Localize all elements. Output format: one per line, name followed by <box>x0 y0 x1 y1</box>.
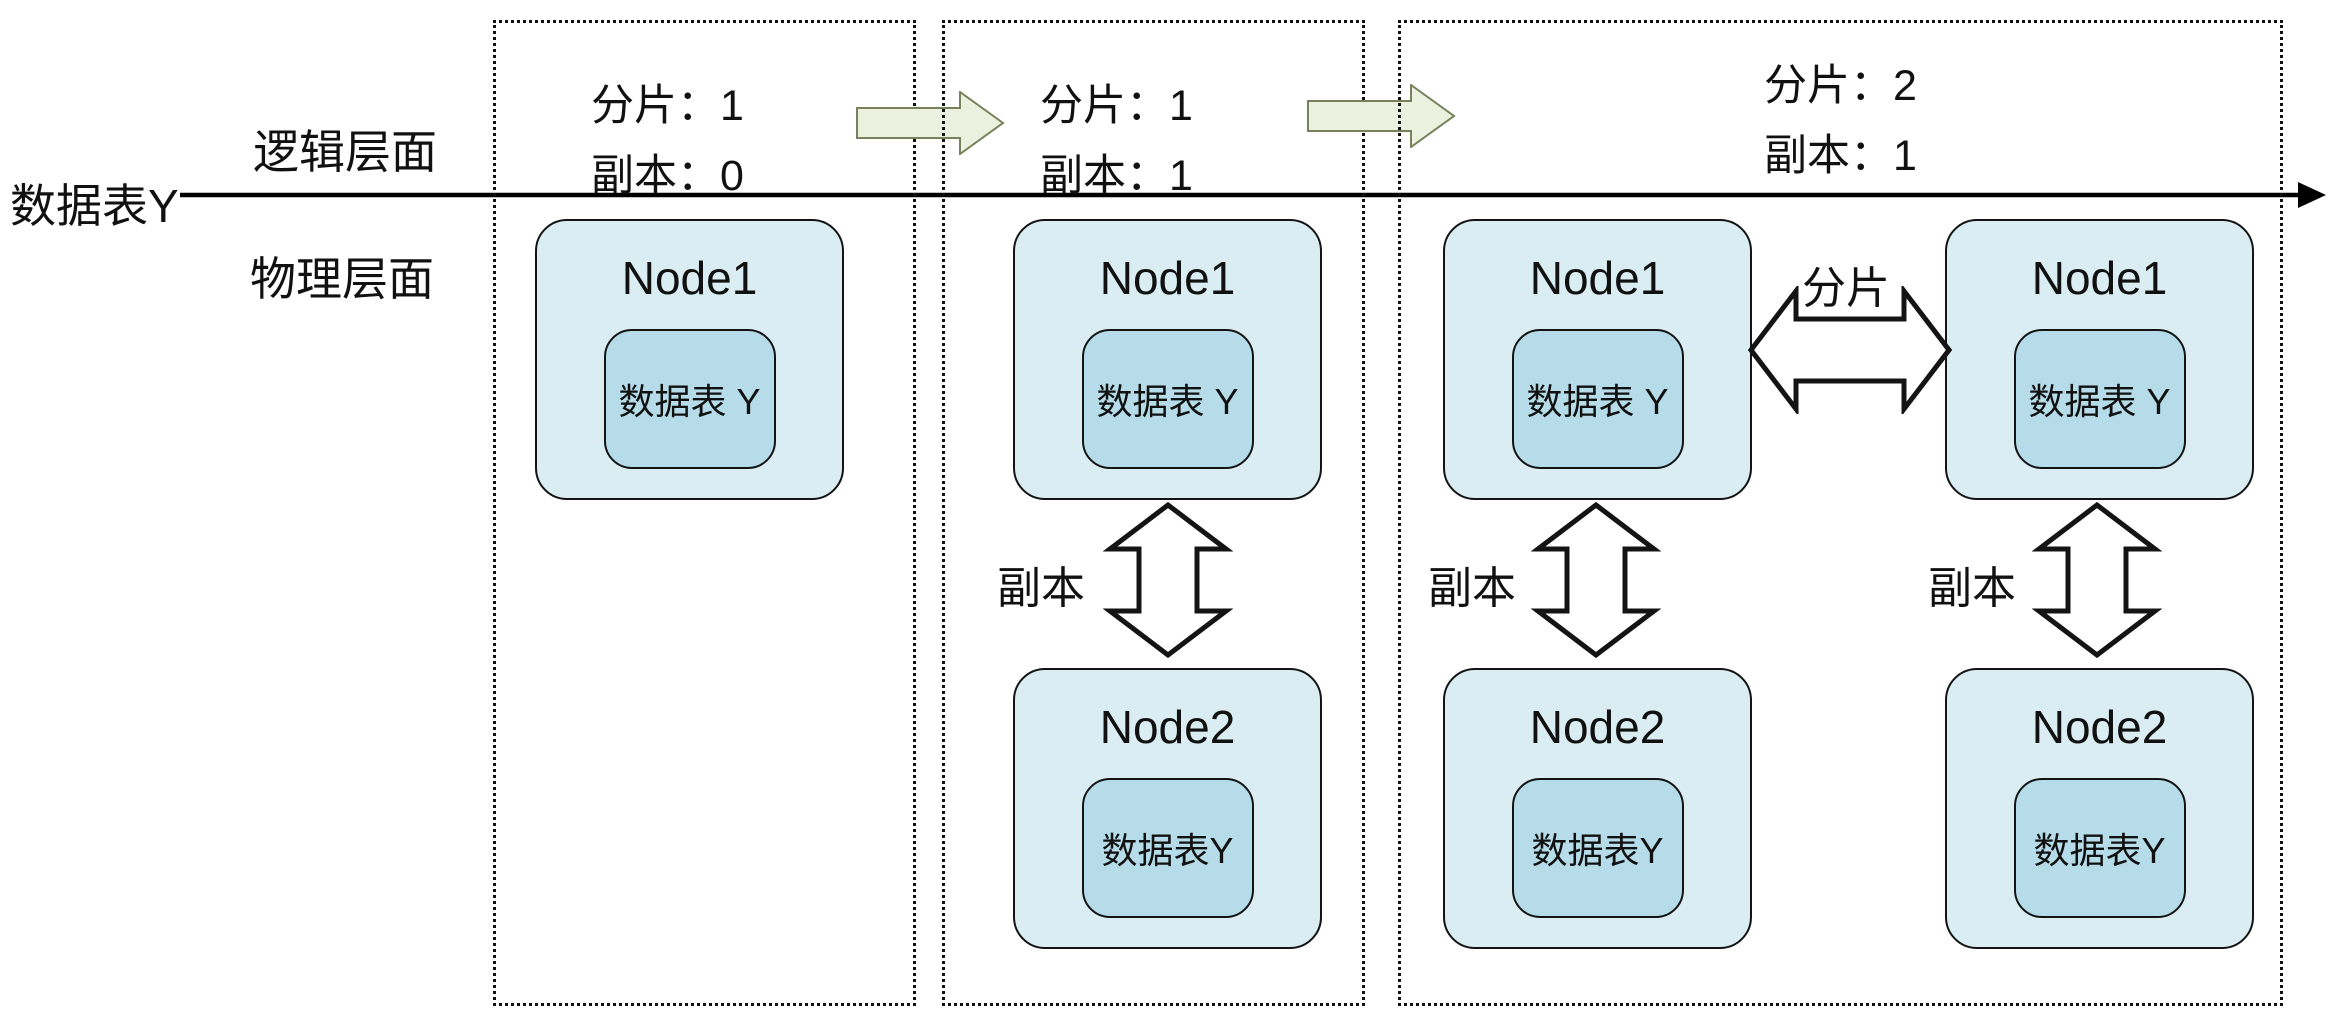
stage3-node1-right: Node1 数据表 Y <box>1945 219 2254 500</box>
stage2-to-stage3-arrow-icon <box>1307 84 1456 148</box>
stage2-node2-title: Node2 <box>1099 701 1236 753</box>
axis-arrow-line <box>180 182 2326 208</box>
stage3-node1-left: Node1 数据表 Y <box>1443 219 1752 500</box>
physical-layer-label: 物理层面 <box>250 253 434 305</box>
stage1-header: 分片：1 副本：0 <box>591 71 744 211</box>
stage3-header: 分片：2 副本：1 <box>1764 51 1917 191</box>
stage1-node1-table: 数据表 Y <box>603 329 776 469</box>
stage3-node2-right-title: Node2 <box>2031 701 2168 753</box>
stage2-replica-arrow-icon <box>1103 502 1233 658</box>
stage1-panel: 分片：1 副本：0 <box>493 20 916 1006</box>
stage3-right-replica-label: 副本 <box>1928 564 2016 613</box>
stage2-header: 分片：1 副本：1 <box>1040 71 1193 211</box>
stage3-right-replica-arrow-icon <box>2032 502 2162 658</box>
stage1-node1: Node1 数据表 Y <box>535 219 844 500</box>
stage2-node2-table: 数据表Y <box>1081 778 1254 918</box>
stage2-replica-count: 副本：1 <box>1040 152 1193 200</box>
stage3-node1-right-table: 数据表 Y <box>2013 329 2186 469</box>
stage3-node1-right-title: Node1 <box>2031 252 2168 304</box>
stage3-shard-count: 分片：2 <box>1764 62 1917 110</box>
stage3-node1-left-table: 数据表 Y <box>1511 329 1684 469</box>
stage1-shard-count: 分片：1 <box>591 82 744 130</box>
stage2-node1: Node1 数据表 Y <box>1013 219 1322 500</box>
stage3-node2-left-title: Node2 <box>1529 701 1666 753</box>
stage3-node2-right: Node2 数据表Y <box>1945 668 2254 949</box>
stage3-node2-left-table: 数据表Y <box>1511 778 1684 918</box>
stage2-shard-count: 分片：1 <box>1040 82 1193 130</box>
stage2-node1-title: Node1 <box>1099 252 1236 304</box>
stage3-left-replica-arrow-icon <box>1531 502 1661 658</box>
stage3-node2-left: Node2 数据表Y <box>1443 668 1752 949</box>
stage2-panel: 分片：1 副本：1 <box>942 20 1365 1006</box>
stage1-to-stage2-arrow-icon <box>856 91 1005 155</box>
stage1-node1-title: Node1 <box>621 252 758 304</box>
stage3-left-replica-label: 副本 <box>1428 564 1516 613</box>
stage2-node2: Node2 数据表Y <box>1013 668 1322 949</box>
stage3-node2-right-table: 数据表Y <box>2013 778 2186 918</box>
stage1-replica-count: 副本：0 <box>591 152 744 200</box>
stage3-panel: 分片：2 副本：1 <box>1398 20 2283 1006</box>
stage3-replica-count: 副本：1 <box>1764 132 1917 180</box>
axis-table-label: 数据表Y <box>10 180 179 232</box>
stage2-node1-table: 数据表 Y <box>1081 329 1254 469</box>
stage3-shard-arrow-icon <box>1748 286 1952 414</box>
stage3-shard-label: 分片 <box>1802 264 1890 313</box>
logical-layer-label: 逻辑层面 <box>253 126 437 178</box>
stage3-node1-left-title: Node1 <box>1529 252 1666 304</box>
stage2-replica-label: 副本 <box>997 564 1085 613</box>
